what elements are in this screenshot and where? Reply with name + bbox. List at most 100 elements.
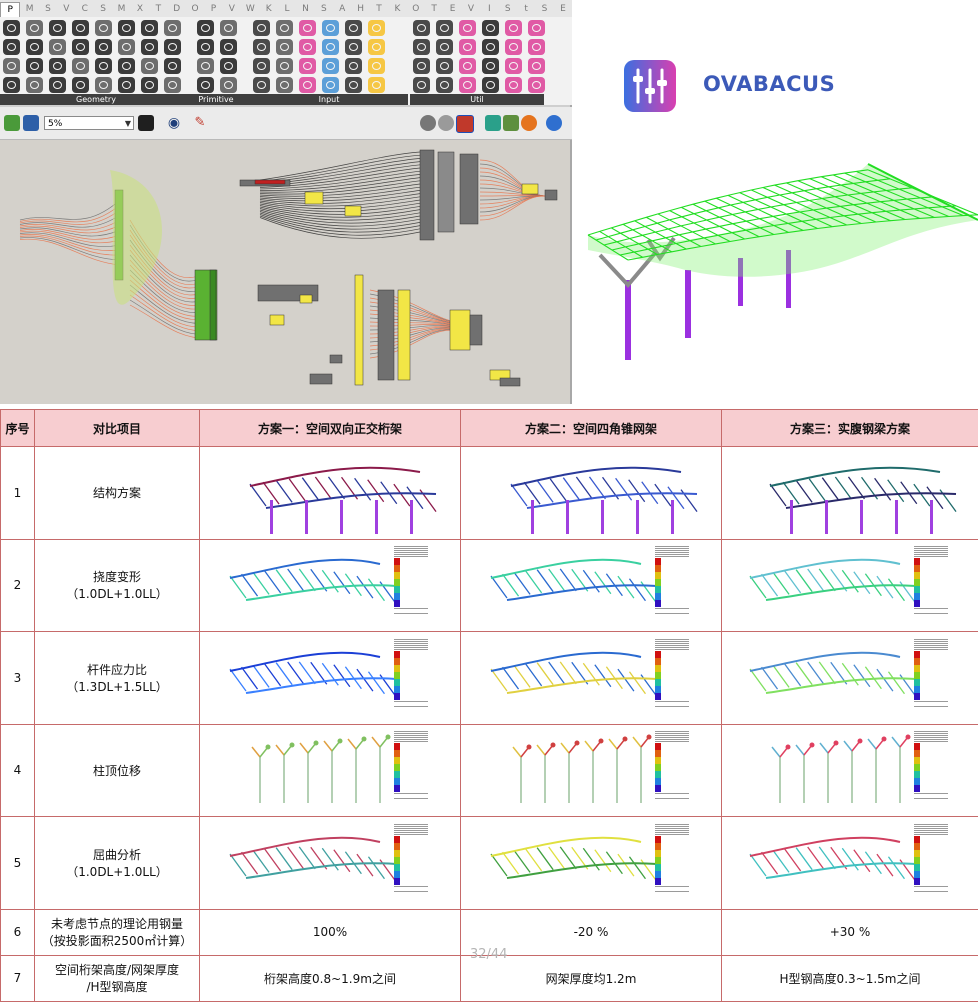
component-icon[interactable] bbox=[3, 77, 20, 93]
eye-icon[interactable]: ◉ bbox=[167, 115, 181, 131]
component-icon[interactable] bbox=[164, 20, 181, 36]
component-icon[interactable] bbox=[322, 58, 339, 74]
component-icon[interactable] bbox=[368, 39, 385, 55]
component-icon[interactable] bbox=[26, 58, 43, 74]
component-icon[interactable] bbox=[482, 58, 499, 74]
component-icon[interactable] bbox=[482, 20, 499, 36]
component-icon[interactable] bbox=[141, 20, 158, 36]
component-tab[interactable]: C bbox=[81, 3, 88, 14]
component-icon[interactable] bbox=[197, 77, 214, 93]
component-icon[interactable] bbox=[299, 58, 316, 74]
preview-shaded-icon[interactable] bbox=[456, 115, 474, 133]
display-color-icon[interactable] bbox=[521, 115, 537, 131]
component-icon[interactable] bbox=[49, 39, 66, 55]
component-icon[interactable] bbox=[26, 20, 43, 36]
component-icon[interactable] bbox=[482, 77, 499, 93]
component-tab[interactable]: K bbox=[265, 3, 272, 14]
component-icon[interactable] bbox=[95, 20, 112, 36]
component-tab[interactable]: S bbox=[45, 3, 51, 14]
component-icon[interactable] bbox=[95, 39, 112, 55]
component-icon[interactable] bbox=[253, 20, 270, 36]
component-icon[interactable] bbox=[322, 39, 339, 55]
component-icon[interactable] bbox=[436, 58, 453, 74]
preview-wire-icon[interactable] bbox=[438, 115, 454, 131]
component-icon[interactable] bbox=[253, 77, 270, 93]
component-icon[interactable] bbox=[276, 58, 293, 74]
component-icon[interactable] bbox=[345, 58, 362, 74]
component-tab[interactable]: M bbox=[117, 3, 126, 14]
component-icon[interactable] bbox=[345, 39, 362, 55]
display-selected-icon[interactable] bbox=[503, 115, 519, 131]
save-file-icon[interactable] bbox=[23, 115, 39, 131]
component-icon[interactable] bbox=[220, 39, 237, 55]
component-icon[interactable] bbox=[164, 39, 181, 55]
component-tab[interactable]: E bbox=[449, 3, 456, 14]
component-tab[interactable]: t bbox=[524, 3, 528, 14]
component-tab[interactable]: D bbox=[173, 3, 181, 14]
component-icon[interactable] bbox=[413, 58, 430, 74]
component-tab[interactable]: W bbox=[245, 3, 255, 14]
component-icon[interactable] bbox=[3, 58, 20, 74]
component-icon[interactable] bbox=[482, 39, 499, 55]
preview-off-icon[interactable] bbox=[420, 115, 436, 131]
component-icon[interactable] bbox=[49, 20, 66, 36]
component-icon[interactable] bbox=[413, 77, 430, 93]
component-tab[interactable]: T bbox=[376, 3, 382, 14]
component-icon[interactable] bbox=[197, 58, 214, 74]
component-icon[interactable] bbox=[72, 20, 89, 36]
zoom-extents-icon[interactable] bbox=[138, 115, 154, 131]
component-tab[interactable]: P bbox=[0, 1, 21, 18]
component-icon[interactable] bbox=[118, 20, 135, 36]
component-tab[interactable]: I bbox=[488, 3, 491, 14]
component-icon[interactable] bbox=[345, 77, 362, 93]
component-tab[interactable]: H bbox=[357, 3, 364, 14]
component-icon[interactable] bbox=[118, 39, 135, 55]
component-icon[interactable] bbox=[459, 58, 476, 74]
component-icon[interactable] bbox=[3, 20, 20, 36]
component-icon[interactable] bbox=[528, 20, 545, 36]
component-icon[interactable] bbox=[253, 39, 270, 55]
component-tab[interactable]: K bbox=[394, 3, 401, 14]
component-icon[interactable] bbox=[164, 77, 181, 93]
component-icon[interactable] bbox=[459, 39, 476, 55]
component-icon[interactable] bbox=[528, 39, 545, 55]
component-tab[interactable]: S bbox=[504, 3, 511, 14]
component-tab[interactable]: T bbox=[155, 3, 162, 14]
component-icon[interactable] bbox=[49, 77, 66, 93]
component-tab[interactable]: V bbox=[63, 3, 70, 14]
component-icon[interactable] bbox=[26, 39, 43, 55]
component-icon[interactable] bbox=[118, 77, 135, 93]
component-icon[interactable] bbox=[220, 58, 237, 74]
component-icon[interactable] bbox=[72, 58, 89, 74]
component-tab[interactable]: T bbox=[431, 3, 437, 14]
component-icon[interactable] bbox=[141, 77, 158, 93]
component-icon[interactable] bbox=[299, 77, 316, 93]
component-icon[interactable] bbox=[26, 77, 43, 93]
component-icon[interactable] bbox=[253, 58, 270, 74]
display-mesh-icon[interactable] bbox=[485, 115, 501, 131]
component-icon[interactable] bbox=[528, 77, 545, 93]
component-tab[interactable]: S bbox=[320, 3, 327, 14]
component-icon[interactable] bbox=[368, 77, 385, 93]
component-icon[interactable] bbox=[436, 77, 453, 93]
open-file-icon[interactable] bbox=[4, 115, 20, 131]
component-icon[interactable] bbox=[95, 77, 112, 93]
sketch-pen-icon[interactable]: ✎ bbox=[194, 115, 206, 130]
component-icon[interactable] bbox=[368, 58, 385, 74]
component-icon[interactable] bbox=[72, 39, 89, 55]
component-icon[interactable] bbox=[276, 20, 293, 36]
component-icon[interactable] bbox=[505, 39, 522, 55]
component-icon[interactable] bbox=[49, 58, 66, 74]
component-icon[interactable] bbox=[118, 58, 135, 74]
component-tab[interactable]: L bbox=[284, 3, 290, 14]
component-icon[interactable] bbox=[528, 58, 545, 74]
component-icon[interactable] bbox=[413, 20, 430, 36]
component-icon[interactable] bbox=[164, 58, 181, 74]
component-tab[interactable]: E bbox=[560, 3, 566, 14]
component-icon[interactable] bbox=[141, 39, 158, 55]
component-tab[interactable]: O bbox=[191, 3, 199, 14]
component-icon[interactable] bbox=[197, 39, 214, 55]
component-icon[interactable] bbox=[345, 20, 362, 36]
component-tab[interactable]: P bbox=[210, 3, 217, 14]
component-icon[interactable] bbox=[197, 20, 214, 36]
